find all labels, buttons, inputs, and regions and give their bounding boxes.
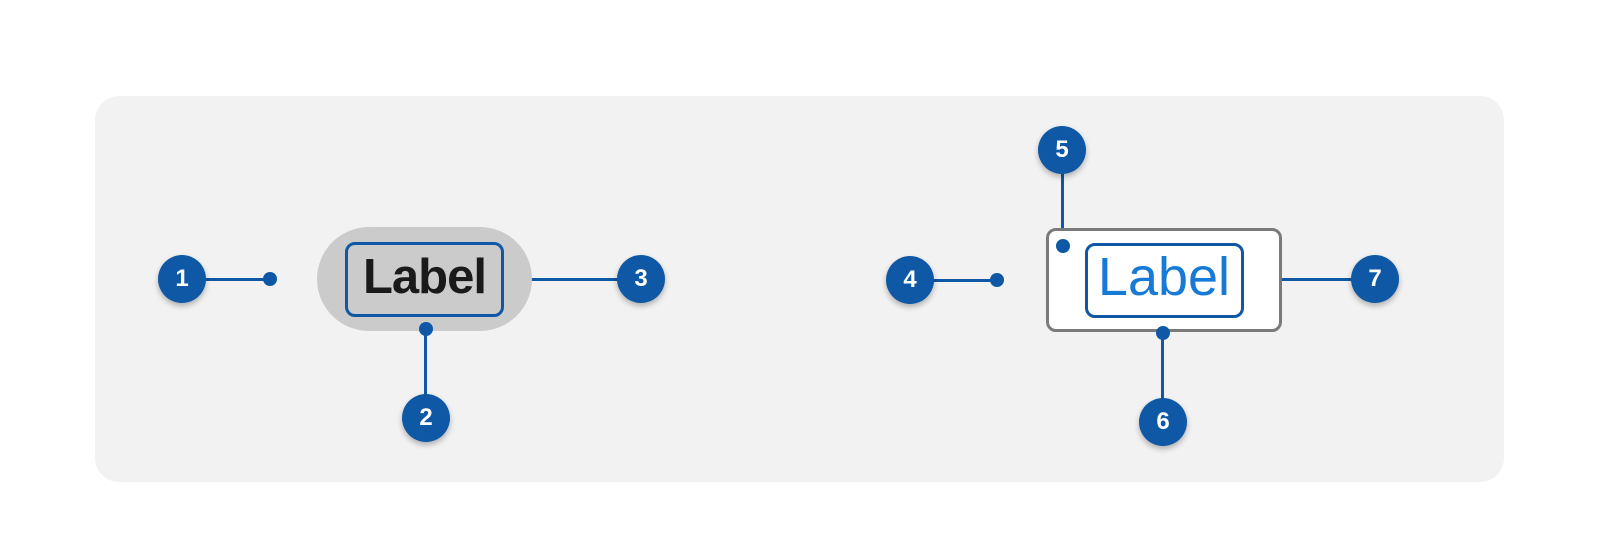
callout-line-3 bbox=[506, 278, 618, 281]
callout-anchor-dot-2 bbox=[419, 322, 433, 336]
callout-number-1: 1 bbox=[175, 265, 189, 292]
callout-anchor-dot-1 bbox=[263, 272, 277, 286]
callout-line-1 bbox=[204, 278, 270, 281]
callout-number-5: 5 bbox=[1055, 136, 1069, 163]
callout-line-7 bbox=[1242, 278, 1352, 281]
outline-button[interactable]: Label bbox=[1046, 228, 1282, 332]
callout-marker-5: 5 bbox=[1038, 126, 1086, 174]
callout-number-3: 3 bbox=[634, 265, 648, 292]
callout-marker-1: 1 bbox=[158, 255, 206, 303]
callout-marker-4: 4 bbox=[886, 256, 934, 304]
callout-number-2: 2 bbox=[419, 404, 433, 431]
pill-button[interactable]: Label bbox=[317, 227, 532, 331]
callout-line-5 bbox=[1061, 170, 1064, 246]
anatomy-panel bbox=[95, 96, 1504, 482]
pill-button-label: Label bbox=[363, 249, 487, 304]
callout-anchor-dot-5 bbox=[1056, 239, 1070, 253]
outline-button-label: Label bbox=[1097, 247, 1231, 307]
callout-line-4 bbox=[932, 279, 997, 282]
callout-anchor-dot-6 bbox=[1156, 326, 1170, 340]
callout-line-6 bbox=[1161, 333, 1164, 399]
callout-marker-7: 7 bbox=[1351, 255, 1399, 303]
outline-button-focus-ring: Label bbox=[1084, 242, 1244, 318]
callout-anchor-dot-4 bbox=[990, 273, 1004, 287]
callout-number-6: 6 bbox=[1156, 408, 1170, 435]
callout-marker-6: 6 bbox=[1139, 398, 1187, 446]
callout-line-2 bbox=[424, 329, 427, 395]
pill-button-focus-ring: Label bbox=[345, 241, 504, 317]
callout-marker-3: 3 bbox=[617, 255, 665, 303]
callout-number-7: 7 bbox=[1368, 265, 1382, 292]
callout-number-4: 4 bbox=[903, 266, 917, 293]
callout-marker-2: 2 bbox=[402, 394, 450, 442]
